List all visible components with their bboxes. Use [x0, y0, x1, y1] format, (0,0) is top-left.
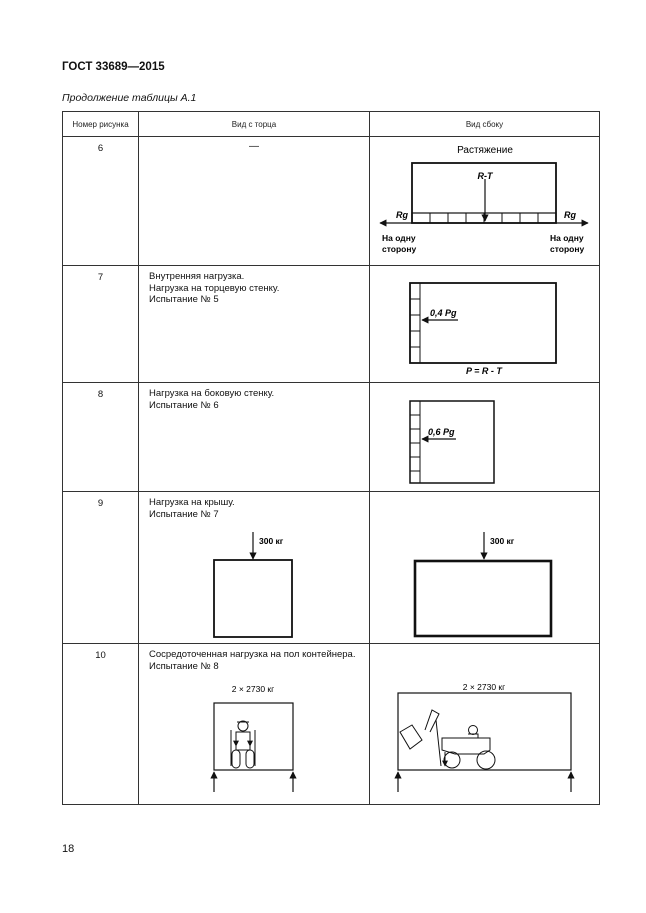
end-view-dash: —	[249, 141, 259, 152]
tension-diagram: Растяжение R-T Rg Rg На одну сторону На …	[379, 145, 589, 254]
column-header-number: Номер рисунка	[62, 111, 139, 137]
end-view-description: Внутренняя нагрузка.Нагрузка на торцевую…	[149, 271, 280, 305]
table-caption: Продолжение таблицы А.1	[62, 92, 197, 104]
floor-load-label: 2 × 2730 кг	[232, 684, 275, 694]
figure-number: 9	[97, 498, 104, 509]
container-end-outline	[213, 559, 293, 638]
column-header-end-view: Вид с торца	[138, 111, 370, 137]
figure-number: 10	[95, 650, 106, 661]
roof-load-side-diagram: 300 кг	[413, 532, 553, 638]
formula-label: P = R - T	[466, 366, 503, 376]
column-header-side-view: Вид сбоку	[369, 111, 600, 137]
center-force-label: R-T	[478, 171, 494, 181]
floor-crossmembers	[429, 213, 539, 223]
end-wall	[409, 282, 421, 364]
container-outline	[409, 400, 495, 484]
table-row: 9 Нагрузка на крышу.Испытание № 7	[62, 491, 600, 644]
floor-load-label: 2 × 2730 кг	[463, 682, 506, 692]
side-wall-load-diagram: 0,6 Pg	[409, 400, 495, 484]
right-force-label: Rg	[564, 210, 576, 220]
floor-load-side-diagram: 2 × 2730 кг	[394, 682, 575, 792]
left-note-line2: сторону	[382, 244, 416, 254]
container-end-outline	[213, 702, 294, 771]
container-outline	[409, 282, 557, 364]
floor-load-end-diagram: 2 × 2730 кг	[210, 684, 297, 792]
table-header-row: Номер рисунка Вид с торца Вид сбоку	[62, 111, 600, 137]
roof-load-end-diagram: 300 кг	[213, 532, 293, 638]
left-force-label: Rg	[396, 210, 408, 220]
table-row: 8 Нагрузка на боковую стенку.Испытание №…	[62, 382, 600, 492]
side-wall	[409, 400, 421, 484]
roof-load-label: 300 кг	[259, 536, 284, 546]
roof-load-label: 300 кг	[490, 536, 515, 546]
figure-number: 6	[97, 143, 104, 154]
left-note-line1: На одну	[382, 233, 416, 243]
figure-number: 8	[97, 389, 104, 400]
table-row: 10 Сосредоточенная нагрузка на пол конте…	[62, 643, 600, 805]
forklift-side-icon	[399, 709, 496, 770]
right-note-line2: сторону	[550, 244, 584, 254]
wall-force-label: 0,4 Pg	[430, 308, 457, 318]
end-view-description: Нагрузка на крышу.Испытание № 7	[149, 497, 235, 520]
container-side-outline	[413, 559, 553, 638]
figure-number: 7	[97, 272, 104, 283]
end-view-description: Нагрузка на боковую стенку.Испытание № 6	[149, 388, 275, 411]
page-number: 18	[62, 843, 75, 855]
container-side-outline	[397, 692, 572, 771]
wall-force-label: 0,6 Pg	[428, 427, 455, 437]
end-wall-segments	[410, 298, 420, 348]
forklift-front-icon	[230, 720, 256, 769]
end-view-description: Сосредоточенная нагрузка на пол контейне…	[149, 649, 356, 672]
end-wall-load-diagram: 0,4 Pg P = R - T	[409, 282, 557, 376]
right-note-line1: На одну	[550, 233, 584, 243]
document-code: ГОСТ 33689—2015	[62, 61, 165, 73]
tension-title: Растяжение	[457, 145, 513, 156]
side-wall-segments	[410, 414, 420, 472]
